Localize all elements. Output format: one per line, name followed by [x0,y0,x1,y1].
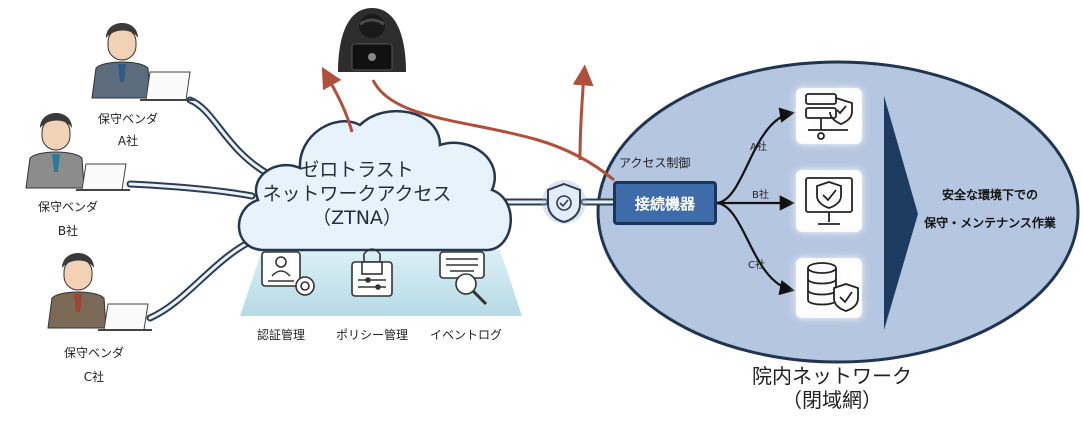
network-title-line1: 院内ネットワーク [752,364,912,388]
vendor-a-company: A社 [117,134,139,148]
vendor-person-icon [91,23,195,101]
network-title-line2: （閉域網） [782,388,882,412]
feature-label-auth: 認証管理 [256,328,306,342]
feature-label-policy: ポリシー管理 [335,328,409,342]
result-line1: 安全な環境下での [941,188,1039,202]
server-shield-icon [796,88,862,144]
feature-label-eventlog: イベントログ [429,328,503,342]
ztna-title: ゼロトラスト ネットワークアクセス （ZTNA） [262,158,451,230]
ztna-title-line1: ゼロトラスト [300,159,414,181]
monitor-shield-icon [796,170,862,232]
ztna-title-line2: ネットワークアクセス [262,183,452,205]
network-title: 院内ネットワーク （閉域網） [752,364,912,412]
vendor-c-name: 保守ベンダ [63,346,125,360]
shield-icon [542,180,586,224]
vendor-person-icon [47,253,152,331]
big-arrow-icon [884,96,918,330]
branch-label-c: C社 [748,260,765,271]
policy-lock-icon [351,248,393,297]
vendor-b-company: B社 [57,224,79,238]
keyboard-search-icon [439,251,488,306]
attack-arrows [321,64,615,182]
gateway-box: 接続機器 [613,181,717,225]
id-card-icon [261,251,315,296]
hacker-icon [338,8,406,72]
branch-arrows [716,107,796,296]
ztna-cloud [237,110,513,252]
result-text: 安全な環境下での 保守・メンテナンス作業 [924,181,1056,237]
vendor-c-company: C社 [83,370,105,384]
branch-label-b: B社 [752,190,769,201]
branch-label-a: A社 [750,142,767,153]
database-shield-icon [796,258,862,318]
vendor-person-icon [25,113,130,191]
vendor-a-name: 保守ベンダ [97,112,159,126]
gateway-caption: アクセス制御 [619,156,691,170]
ztna-title-line3: （ZTNA） [312,207,402,229]
vendor-b-name: 保守ベンダ [37,200,99,214]
gateway-label: 接続機器 [634,194,695,213]
result-line2: 保守・メンテナンス作業 [924,216,1056,230]
